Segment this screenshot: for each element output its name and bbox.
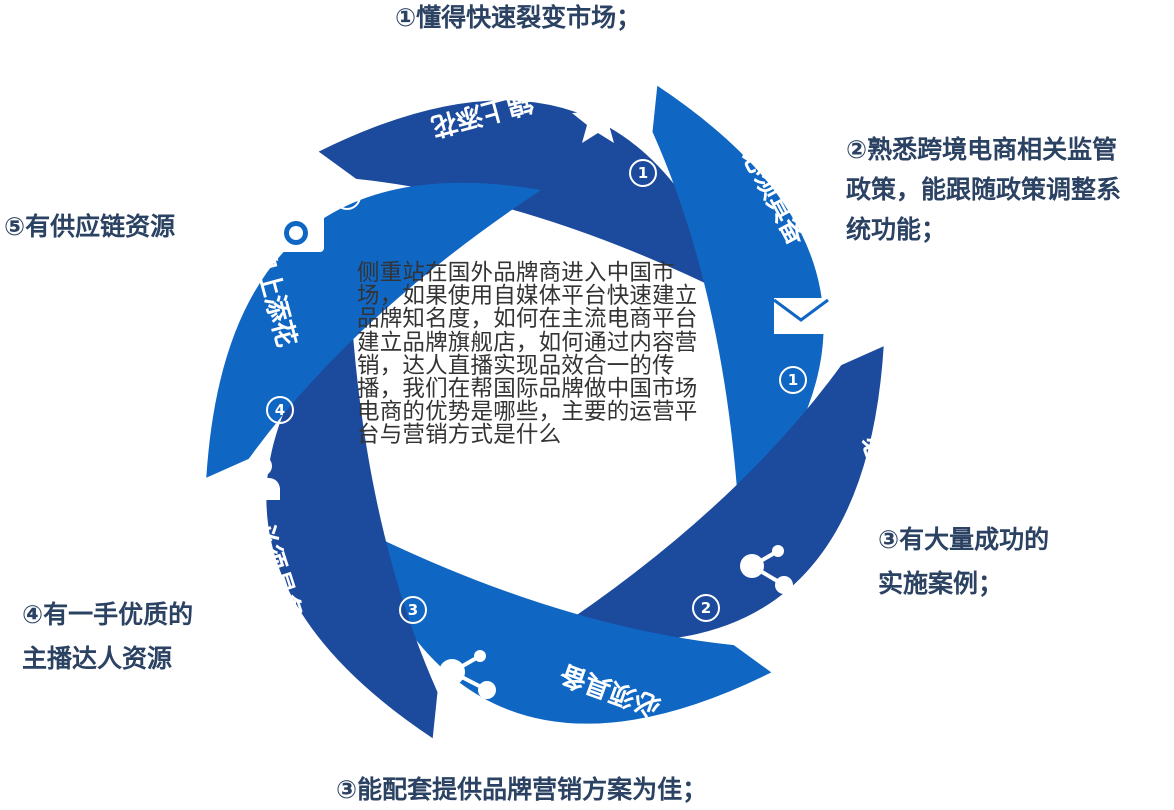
svg-text:2: 2 [342, 187, 352, 205]
label-line: 统功能； [846, 215, 947, 244]
number-badge: 2 [333, 182, 361, 210]
label-right-bottom: ③有大量成功的 实施案例； [878, 518, 1049, 606]
star-icon [572, 95, 624, 143]
blade-segment [652, 85, 824, 520]
label-line: ④有一手优质的 [22, 600, 194, 629]
center-description: 侧重站在国外品牌商进入中国市场，如果使用自媒体平台快速建立品牌知名度，如何在主流… [357, 260, 698, 449]
label-line: ②熟悉跨境电商相关监管 [846, 135, 1118, 164]
share-icon [439, 650, 496, 699]
blade-segment [266, 304, 438, 739]
svg-text:1: 1 [788, 371, 798, 389]
blade-segment [206, 182, 542, 478]
label-left-bottom: ④有一手优质的 主播达人资源 [22, 593, 193, 681]
svg-text:3: 3 [408, 601, 418, 619]
number-badge: 3 [399, 596, 427, 624]
label-bottom: ③能配套提供品牌营销方案为佳； [336, 775, 708, 804]
label-line: 实施案例； [878, 569, 1004, 598]
label-right-top: ②熟悉跨境电商相关监管 政策，能跟随政策调整系 统功能； [846, 130, 1121, 250]
number-badge: 2 [692, 594, 720, 622]
svg-text:2: 2 [701, 599, 711, 617]
camera-icon [268, 208, 324, 252]
label-line: 主播达人资源 [22, 644, 173, 673]
label-top: ①懂得快速裂变市场； [395, 3, 642, 32]
number-badge: 4 [266, 396, 294, 424]
user-icon [244, 456, 280, 500]
svg-text:4: 4 [275, 401, 285, 419]
share-icon [740, 545, 793, 594]
number-badge: 1 [629, 159, 657, 187]
label-line: ③有大量成功的 [878, 525, 1050, 554]
envelope-icon [773, 298, 829, 334]
label-left-top: ⑤有供应链资源 [4, 212, 176, 241]
number-badge: 1 [779, 366, 807, 394]
blade-segment [548, 346, 884, 642]
label-line: 政策，能跟随政策调整系 [846, 175, 1122, 204]
svg-text:1: 1 [638, 164, 648, 182]
